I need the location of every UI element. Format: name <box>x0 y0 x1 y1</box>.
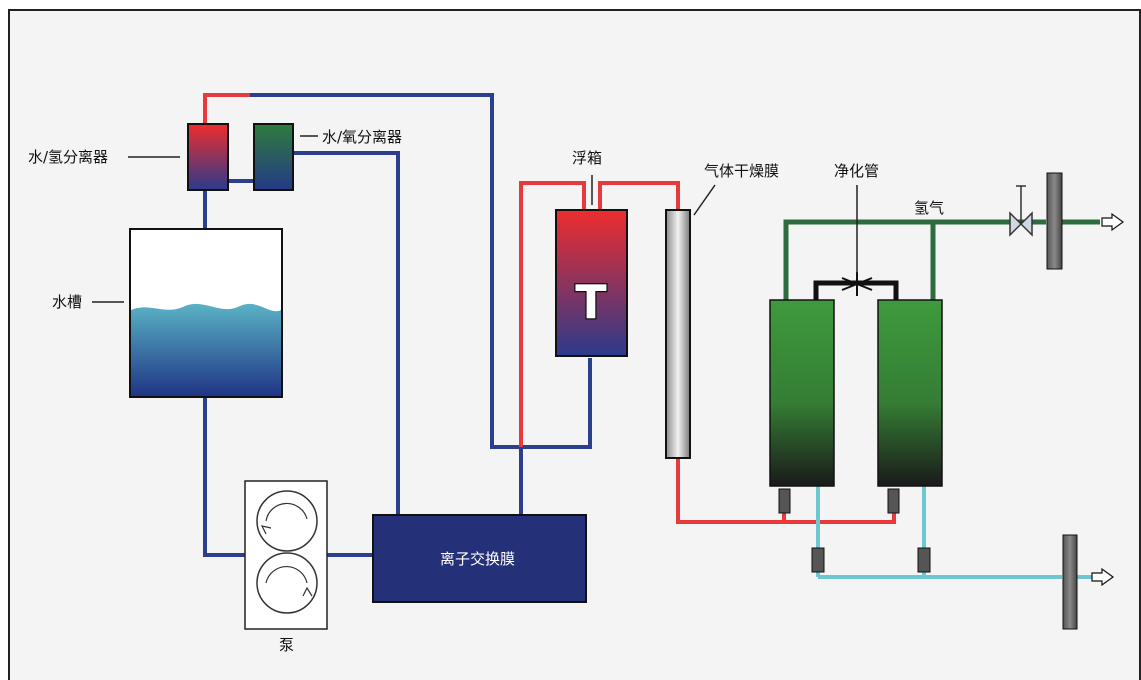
label-h2-separator: 水/氢分离器 <box>28 148 108 166</box>
pipe-o2-separator-to-ion <box>293 151 400 515</box>
pump <box>244 480 328 630</box>
pipe-float-tank-to-membrane <box>598 181 680 210</box>
gas-dry-membrane <box>665 209 691 459</box>
pipe-ion-to-float-tank <box>519 181 586 447</box>
hydrogen-outlet-arrow-icon <box>1101 212 1125 232</box>
leader-lines <box>92 135 858 303</box>
pipe-hydrogen-output <box>783 219 1046 300</box>
hydrogen-pipes <box>203 93 896 524</box>
purifier-left <box>769 299 835 487</box>
o2-separator <box>253 123 294 191</box>
label-pump: 泵 <box>279 636 294 654</box>
label-water-tank: 水槽 <box>52 293 82 311</box>
drain-outlet-arrow-icon <box>1091 567 1115 587</box>
purifier-right <box>877 299 943 487</box>
hydrogen-outlet-plate <box>1046 172 1063 270</box>
label-purifier-tube: 净化管 <box>834 162 879 180</box>
pipe-h2-separator-top <box>203 93 250 124</box>
fittings <box>778 488 931 573</box>
label-o2-separator: 水/氧分离器 <box>322 128 402 146</box>
hydrogen-valve-icon <box>1009 185 1033 237</box>
pump-rotor-bottom-icon <box>256 552 318 614</box>
label-float-tank: 浮箱 <box>572 149 602 167</box>
float-tank <box>555 209 628 357</box>
ion-exchange-membrane <box>372 514 587 603</box>
pipe-top-return <box>250 93 592 449</box>
float-tank-letter: T <box>575 275 607 329</box>
oxygen-pipes <box>783 219 1100 300</box>
water-tank <box>129 228 283 398</box>
h2-separator <box>187 123 229 191</box>
label-gas-dry-membrane: 气体干燥膜 <box>704 162 779 180</box>
label-hydrogen: 氢气 <box>914 199 944 217</box>
purifier-valve-icon <box>841 272 873 296</box>
pump-rotor-top-icon <box>256 490 318 552</box>
water-body <box>131 303 281 396</box>
label-ion-exchange-membrane: 离子交换膜 <box>440 550 515 568</box>
drain-outlet-plate <box>1062 534 1078 630</box>
